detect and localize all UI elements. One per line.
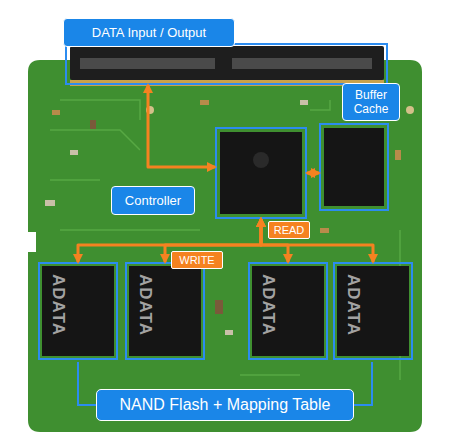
- pcb-trace: [310, 100, 330, 110]
- data-flow-arrow: [307, 172, 319, 175]
- controller-outline: Controller: [215, 127, 307, 219]
- flow-label: WRITE: [171, 251, 223, 269]
- smd-part: [215, 300, 223, 314]
- nand-chip: [337, 266, 409, 356]
- nand-chip-outline: ADATA: [38, 262, 118, 360]
- callout-heading: Buffer Cache: [342, 83, 400, 121]
- callout-heading: DATA Input / Output: [63, 18, 235, 47]
- sata-connector: [70, 46, 384, 80]
- pcb-trace: [60, 100, 140, 120]
- connector-slot: [232, 58, 372, 69]
- dram-chip: [324, 128, 384, 206]
- smd-part: [70, 150, 78, 155]
- chip-logo: [253, 152, 269, 168]
- pcb-board: [28, 60, 422, 432]
- nand-chip: [252, 266, 324, 356]
- nand-chip: [129, 266, 201, 356]
- pcb-trace: [240, 374, 300, 376]
- via-pad: [406, 106, 414, 114]
- io-connector-outline: DATA Input / Output: [65, 43, 388, 85]
- controller-chip: [220, 132, 302, 214]
- chip-marking: ADATA: [258, 274, 278, 336]
- data-flow-arrow: [148, 85, 215, 167]
- flow-label: READ: [268, 221, 310, 239]
- smd-part: [395, 150, 401, 160]
- callout-heading: Controller: [111, 186, 195, 215]
- chip-marking: ADATA: [343, 274, 363, 336]
- pcb-trace: [60, 229, 200, 231]
- connector-pins: [70, 80, 384, 86]
- smd-part: [45, 200, 55, 206]
- chip-marking: ADATA: [135, 274, 155, 336]
- nand-chip: [42, 266, 114, 356]
- chip-marking: ADATA: [48, 274, 68, 336]
- via-pad: [146, 106, 154, 114]
- smd-part: [225, 330, 233, 335]
- connector-slot: [80, 58, 215, 69]
- pcb-trace: [50, 179, 100, 181]
- data-flow-arrow: [261, 219, 373, 262]
- smd-part: [300, 100, 308, 105]
- bracket-line: [78, 362, 96, 405]
- bracket-line: [354, 362, 372, 405]
- part-label: NAND Flash + Mapping Table: [96, 389, 354, 421]
- buffer-outline: Buffer Cache: [319, 123, 389, 211]
- data-flow-arrow: [78, 219, 261, 262]
- nand-chip-outline: ADATA: [248, 262, 328, 360]
- nand-chip-outline: ADATA: [125, 262, 205, 360]
- smd-part: [200, 100, 209, 105]
- pcb-trace: [50, 130, 140, 150]
- smd-part: [52, 110, 60, 115]
- smd-part: [90, 120, 96, 129]
- smd-part: [320, 228, 329, 233]
- nand-chip-outline: ADATA: [333, 262, 413, 360]
